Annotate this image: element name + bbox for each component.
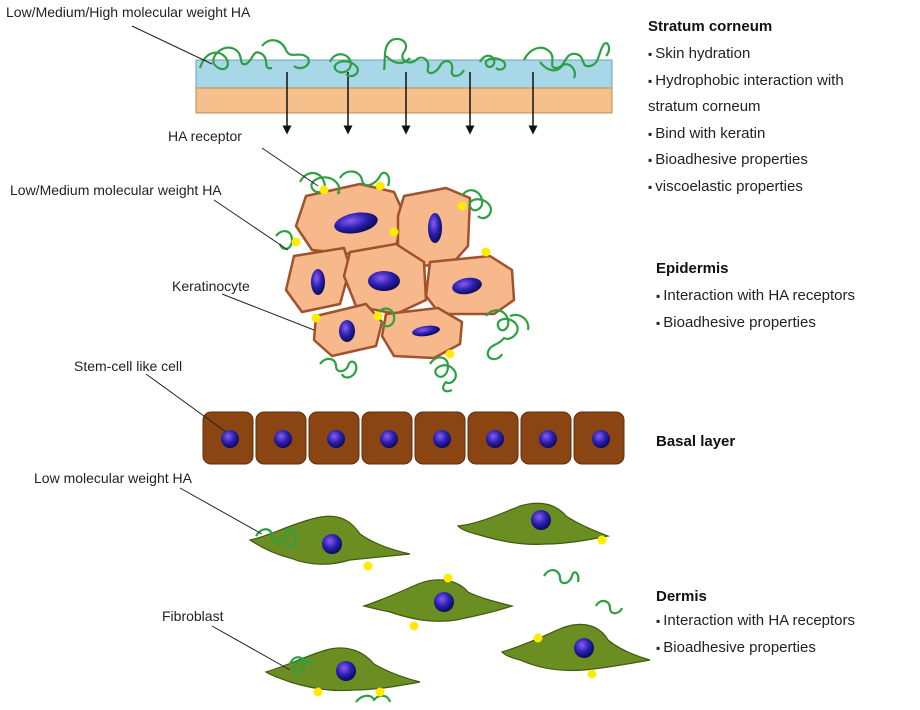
stratum-corneum-list: Skin hydration Hydrophobic interaction w… xyxy=(648,41,916,200)
ha-receptors-dermis xyxy=(313,535,607,697)
list-item: Interaction with HA receptors xyxy=(656,283,918,310)
ha-chains-surface xyxy=(198,37,611,79)
basal-layer-cells xyxy=(202,411,625,465)
ha-receptors-epidermis xyxy=(291,181,491,359)
list-item: Bioadhesive properties xyxy=(656,635,918,662)
leader-lines xyxy=(131,25,319,671)
list-item: Hydrophobic interaction with xyxy=(648,68,916,95)
list-item: Bioadhesive properties xyxy=(648,147,916,174)
dermis-title: Dermis xyxy=(656,588,707,605)
dermis-list: Interaction with HA receptors Bioadhesiv… xyxy=(656,608,918,661)
label-low-medium-ha: Low/Medium molecular weight HA xyxy=(10,182,222,198)
stratum-corneum-title: Stratum corneum xyxy=(648,18,773,35)
label-stem-cell: Stem-cell like cell xyxy=(74,358,183,374)
label-ha-sizes: Low/Medium/High molecular weight HA xyxy=(6,4,251,20)
label-fibroblast: Fibroblast xyxy=(162,608,224,624)
keratinocyte-cluster xyxy=(284,182,516,360)
list-item: Skin hydration xyxy=(648,41,916,68)
epidermis-list: Interaction with HA receptors Bioadhesiv… xyxy=(656,283,918,336)
label-ha-receptor: HA receptor xyxy=(168,128,242,144)
list-item: stratum corneum xyxy=(648,98,761,115)
basal-layer-title: Basal layer xyxy=(656,433,736,450)
stratum-corneum-layer xyxy=(195,59,613,114)
penetration-arrows xyxy=(282,72,538,135)
label-low-ha: Low molecular weight HA xyxy=(34,470,192,486)
ha-chains-epidermis xyxy=(275,170,530,393)
label-keratinocyte: Keratinocyte xyxy=(172,278,250,294)
epidermis-title: Epidermis xyxy=(656,260,729,277)
list-item: viscoelastic properties xyxy=(648,174,916,201)
list-item: Bind with keratin xyxy=(648,121,916,148)
fibroblasts xyxy=(248,502,651,692)
ha-chains-dermis xyxy=(255,528,624,703)
list-item: Interaction with HA receptors xyxy=(656,608,918,635)
list-item: Bioadhesive properties xyxy=(656,310,918,337)
